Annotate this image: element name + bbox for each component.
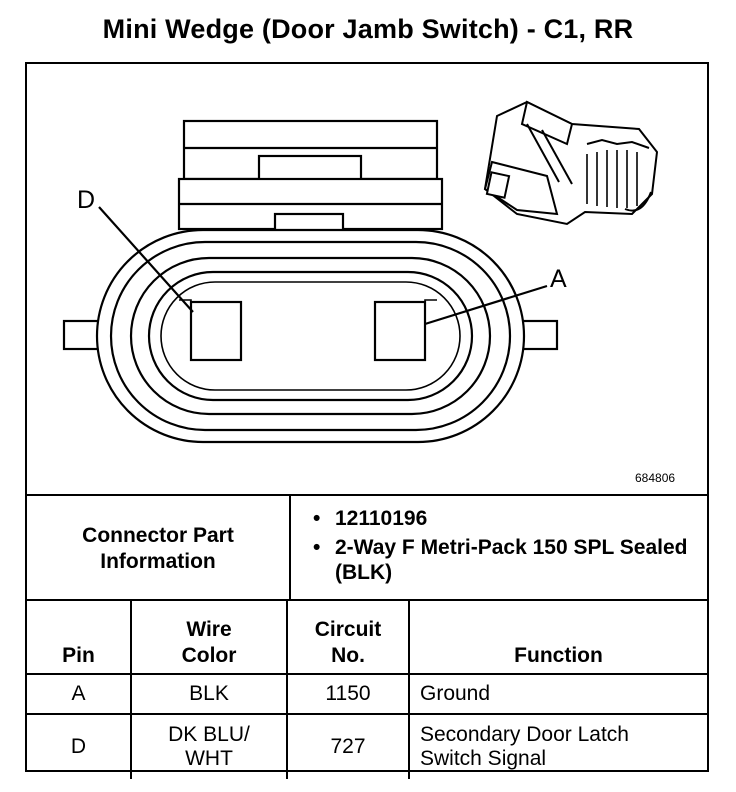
table-row: A BLK 1150 Ground [27,673,707,715]
header-wire-color: Wire Color [130,599,288,675]
figure-number: 684806 [635,471,676,485]
header-pin: Pin [27,599,132,675]
pin-table: Pin Wire Color Circuit No. Function A BL… [27,599,707,779]
table-row: D DK BLU/ WHT 727 Secondary Door Latch S… [27,713,707,779]
cell-circuit: 1150 [286,673,410,715]
connector-face-view [62,100,659,444]
connector-description: 2-Way F Metri-Pack 150 SPL Sealed (BLK) [309,535,709,585]
cell-function: Ground [408,673,707,715]
diagram-frame: D A 684806 Connector Part Information 12… [25,62,709,779]
latch-tab [257,154,363,182]
leader-a [424,284,548,326]
header-function: Function [408,599,707,675]
cavity-d [189,300,243,362]
connector-info-label-line2: Information [100,549,216,573]
connector-isometric-icon [483,100,659,226]
cell-pin: A [27,673,132,715]
cell-function: Secondary Door Latch Switch Signal [408,713,707,779]
pin-table-header-row: Pin Wire Color Circuit No. Function [27,599,707,675]
connector-info-label: Connector Part Information [27,496,291,601]
header-circuit-no: Circuit No. [286,599,410,675]
connector-info-list: 12110196 2-Way F Metri-Pack 150 SPL Seal… [309,506,709,589]
connector-part-number: 12110196 [309,506,709,531]
cell-wire-color: BLK [130,673,288,715]
cell-pin: D [27,713,132,779]
cell-circuit: 727 [286,713,410,779]
callout-label-a: A [550,265,567,293]
connector-info-section: Connector Part Information 12110196 2-Wa… [27,494,707,601]
leader-d [98,206,194,313]
cavity-a [373,300,427,362]
page-title: Mini Wedge (Door Jamb Switch) - C1, RR [102,14,634,44]
connector-drawing: D A 684806 [27,64,707,494]
connector-info-label-line1: Connector Part [82,523,234,547]
callout-label-d: D [77,186,96,214]
cell-wire-color: DK BLU/ WHT [130,713,288,779]
